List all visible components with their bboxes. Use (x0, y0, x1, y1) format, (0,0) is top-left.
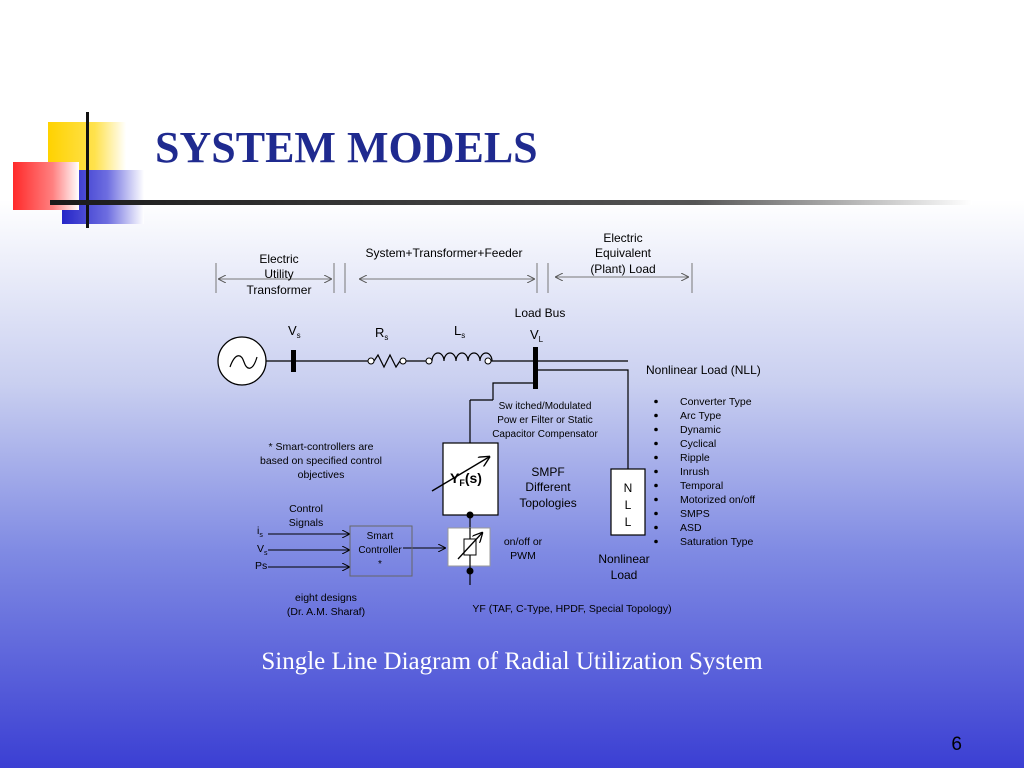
nll-type-bullet (654, 483, 658, 488)
nll-type-item: Converter Type (680, 396, 752, 408)
nll-type-item: Cyclical (680, 438, 716, 450)
nll-type-bullet (654, 539, 658, 544)
nll-type-bullet (654, 497, 658, 502)
nll-type-item: Temporal (680, 480, 723, 492)
section-brackets (215, 263, 693, 293)
rs-label: Rs (375, 325, 388, 342)
nll-type-item: Ripple (680, 452, 710, 464)
control-signals-line1: Control (289, 503, 323, 515)
variable-arrow-icon (431, 457, 489, 492)
nll-type-bullet (654, 525, 658, 530)
eight-designs-line1: eight designs (295, 592, 357, 604)
section-plant-load-line3: (Plant) Load (590, 262, 655, 276)
is-signal-label: is (257, 525, 263, 539)
ls-label: Ls (454, 323, 465, 340)
section-plant-load-line1: Electric (603, 231, 642, 245)
smart-note-line1: * Smart-controllers are (268, 441, 373, 453)
section-plant-load-line2: Equivalent (595, 246, 652, 260)
section-feeder: System+Transformer+Feeder (366, 246, 523, 260)
nll-type-bullet (654, 455, 658, 460)
smart-controller-line1: Smart (367, 531, 394, 542)
nll-type-item: Motorized on/off (680, 494, 755, 506)
control-signals-line2: Signals (289, 517, 323, 529)
nll-box-letter-1: N (624, 481, 633, 495)
vs-signal-label: Vs (257, 543, 268, 557)
inductor-icon (431, 352, 493, 362)
nll-title: Nonlinear Load (NLL) (646, 363, 761, 377)
smart-controller-box (349, 525, 413, 577)
slide-title: SYSTEM MODELS (155, 123, 538, 172)
section-utility-transformer-line1: Electric (259, 252, 298, 266)
smpf-line2: Different (525, 480, 571, 494)
smpf-line3: Topologies (519, 496, 576, 510)
nll-box-letter-2: L (625, 498, 632, 512)
smart-note-line2: based on specified control (260, 455, 382, 467)
nll-box-letter-3: L (625, 515, 632, 529)
nll-type-bullet (654, 511, 658, 516)
nll-type-item: ASD (680, 522, 702, 534)
single-line-diagram: Electric Utility Transformer System+Tran… (215, 231, 761, 618)
section-utility-transformer-line3: Transformer (247, 283, 312, 297)
smpf-line1: SMPF (531, 465, 564, 479)
compensator-line3: Capacitor Compensator (492, 429, 598, 440)
yf-label: YF(s) (450, 470, 482, 488)
nll-type-item: Dynamic (680, 424, 721, 436)
page-number: 6 (951, 734, 962, 755)
vs-bus-bar (291, 350, 296, 372)
load-bus-label: Load Bus (515, 306, 566, 320)
nll-type-bullet (654, 469, 658, 474)
load-bus-bar (533, 347, 538, 389)
diagram-caption: Single Line Diagram of Radial Utilizatio… (261, 648, 763, 675)
onoff-line1: on/off or (504, 536, 543, 548)
nll-type-bullet (654, 413, 658, 418)
smart-controller-line2: Controller (358, 545, 402, 556)
nll-box (610, 468, 646, 536)
compensator-line1: Sw itched/Modulated (499, 401, 592, 412)
onoff-line2: PWM (510, 550, 536, 562)
title-decoration (13, 112, 972, 228)
yf-types-note: YF (TAF, C-Type, HPDF, Special Topology) (472, 603, 671, 615)
nll-type-item: Inrush (680, 466, 709, 478)
ps-signal-label: Ps (255, 560, 267, 572)
sine-wave-icon (229, 355, 258, 369)
vs-label: Vs (288, 323, 301, 340)
nll-type-bullet (654, 427, 658, 432)
nll-type-item: Arc Type (680, 410, 721, 422)
nll-type-bullet (654, 441, 658, 446)
ac-source-icon (217, 336, 267, 386)
eight-designs-line2: (Dr. A.M. Sharaf) (287, 606, 365, 618)
nll-type-item: Saturation Type (680, 536, 754, 548)
nonlinear-load-line1: Nonlinear (598, 552, 649, 566)
title-underline (50, 200, 972, 205)
compensator-line2: Pow er Filter or Static (497, 415, 593, 426)
nll-type-bullet (654, 399, 658, 404)
resistor-icon (373, 353, 401, 369)
switch-icon (457, 533, 482, 560)
section-utility-transformer-line2: Utility (264, 267, 293, 281)
smart-controller-line3: * (378, 559, 382, 570)
nonlinear-load-line2: Load (611, 568, 638, 582)
smart-note-line3: objectives (298, 469, 345, 481)
nll-type-item: SMPS (680, 508, 710, 520)
vertical-rule (86, 112, 89, 228)
vl-label: VL (530, 327, 544, 344)
